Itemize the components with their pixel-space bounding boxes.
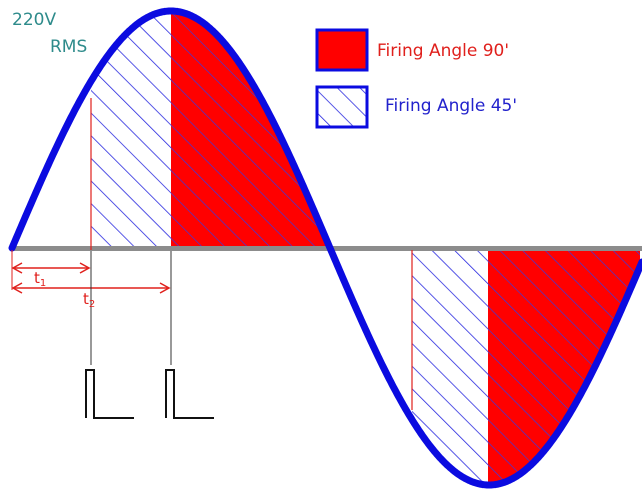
negative-red-hatch-overlay [488, 248, 640, 485]
legend-label-45: Firing Angle 45' [385, 96, 517, 116]
sine-wave [8, 7, 642, 489]
voltage-label-line1: 220V [12, 10, 56, 30]
t1-label: t1 [34, 269, 46, 289]
t2-label: t2 [83, 290, 95, 310]
legend-label-90: Firing Angle 90' [377, 41, 509, 61]
trigger-pulse-2 [165, 369, 214, 419]
voltage-label-line2: RMS [50, 37, 87, 57]
legend: Firing Angle 90' Firing Angle 45' [315, 28, 517, 129]
negative-hatched-region [412, 248, 488, 485]
trigger-pulse-1 [85, 369, 134, 419]
positive-hatched-region [91, 11, 171, 248]
legend-swatch-90 [315, 28, 369, 72]
zero-axis [10, 246, 642, 251]
legend-swatch-45 [315, 85, 369, 129]
positive-red-hatch-overlay [171, 11, 330, 248]
